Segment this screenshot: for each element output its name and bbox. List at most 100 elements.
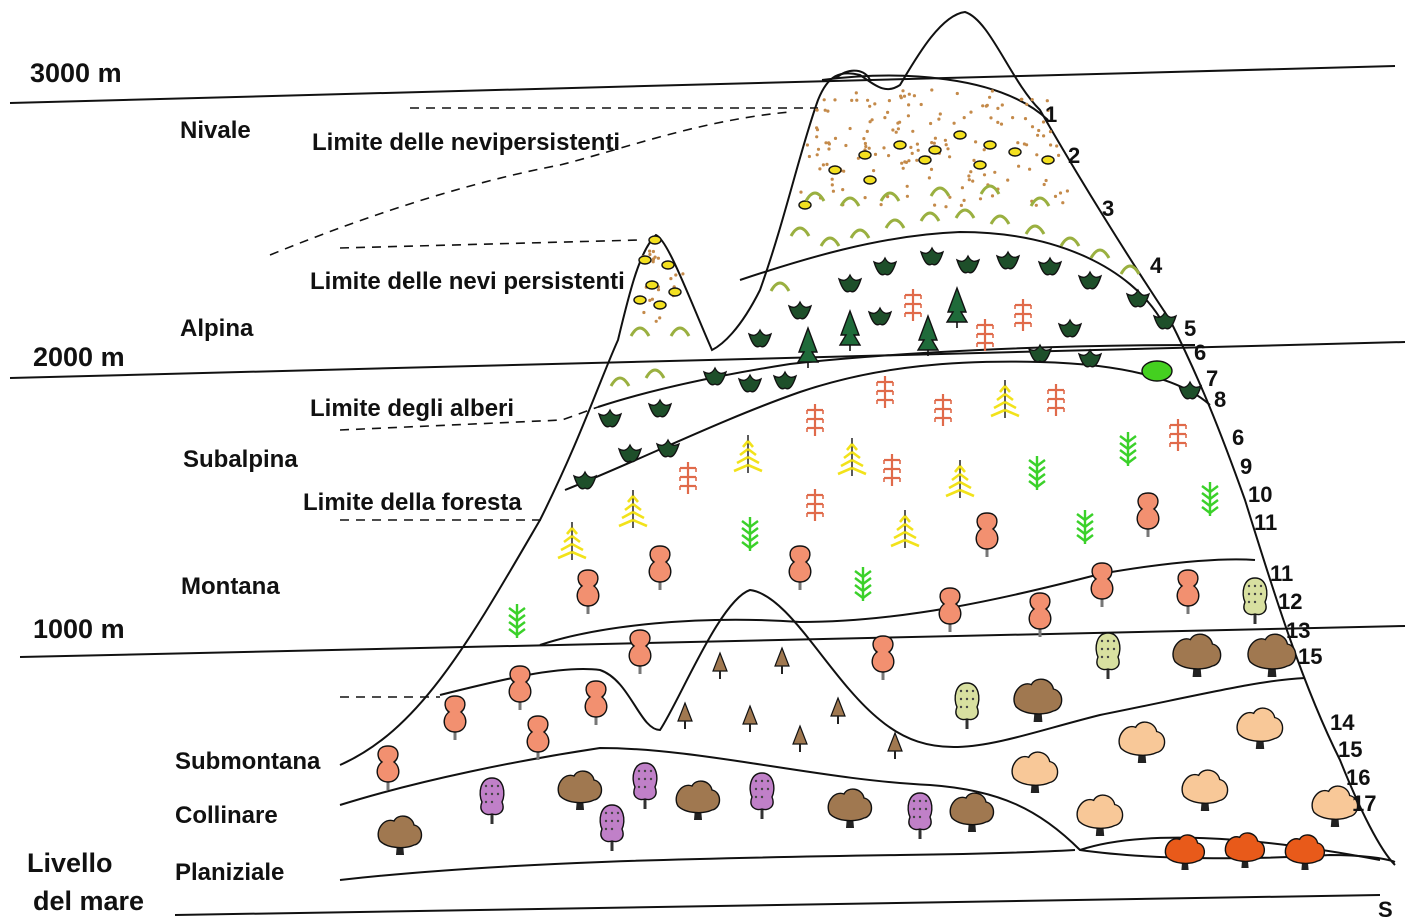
scree-dot [827, 141, 831, 145]
snow-patch [798, 200, 812, 210]
alpine-shrub [702, 366, 728, 386]
fern-icon [854, 567, 872, 601]
limit-foresta-label: Limite della foresta [303, 489, 522, 516]
alpine-shrub [787, 300, 813, 320]
snow-patch [973, 160, 987, 170]
deciduous-tree-icon [938, 587, 962, 632]
scree-dot [982, 148, 986, 152]
scree-dot [882, 146, 886, 150]
flowering-tree-icon [1242, 577, 1268, 624]
scree-dot [919, 102, 923, 107]
sea-level-line [174, 894, 1381, 916]
scree-dot [872, 169, 876, 173]
snow-patch [633, 295, 647, 305]
scree-dot [656, 288, 661, 292]
alpine-shrub [617, 443, 643, 463]
scree-dot [915, 142, 920, 146]
zone-numbers: 1 2 3 4 5 6 7 8 6 9 10 11 11 12 13 15 14… [1045, 102, 1376, 816]
scree-dot [815, 128, 820, 132]
scree-dot [1065, 189, 1069, 193]
zone-number: 17 [1352, 791, 1376, 816]
larch-tree-icon [990, 380, 1020, 418]
fern-icon [1076, 510, 1094, 544]
scree-dot [1030, 98, 1034, 102]
alpine-shrub [1077, 270, 1103, 290]
altitude-line-1000 [19, 625, 1406, 658]
broadleaf-tree-icon [827, 788, 873, 828]
scree-dot [863, 196, 867, 200]
nival-scree-dots [635, 88, 1069, 323]
trees [376, 286, 1359, 870]
snow-patch [661, 260, 675, 270]
scree-dot [1041, 120, 1046, 124]
grass-tuft [669, 326, 691, 337]
pine-tree-icon [916, 314, 940, 356]
grass-tuft [849, 228, 871, 239]
scree-dot [831, 189, 836, 193]
snow-patch [918, 155, 932, 165]
scree-dot [1006, 178, 1010, 182]
zone-number: 6 [1232, 425, 1244, 450]
scree-dot [674, 273, 678, 277]
scree-dot [1017, 164, 1021, 168]
belt-collinare-label: Collinare [175, 802, 278, 829]
scree-dot [1044, 178, 1048, 183]
zone-number: 3 [1102, 196, 1114, 221]
broadleaf-tree-icon [1236, 707, 1284, 749]
scree-dot [933, 136, 938, 140]
scree-dot [830, 183, 834, 187]
scree-dot [651, 249, 656, 254]
scree-dot [669, 277, 673, 281]
scree-dot [894, 130, 898, 134]
snow-patch [858, 150, 872, 160]
boundary-forest [564, 360, 1211, 491]
scree-dot [916, 148, 920, 152]
limit-alberi-label: Limite degli alberi [310, 395, 514, 422]
scree-dot [863, 141, 868, 146]
scree-dot [988, 95, 992, 99]
corner-letter: S [1378, 897, 1393, 917]
scree-dot [870, 118, 874, 122]
alpine-grass-tufts [609, 184, 1141, 387]
scree-dot [1058, 191, 1063, 195]
scree-dot [651, 260, 655, 264]
fir-tree-icon [1047, 384, 1065, 416]
scree-dot [864, 144, 868, 149]
grass-tuft [1024, 224, 1046, 235]
scree-dot [1061, 201, 1065, 205]
alpine-shrub [872, 256, 898, 276]
flowering-tree-icon [954, 682, 980, 729]
scree-dot [1036, 133, 1040, 137]
scree-dot [937, 117, 941, 121]
broadleaf-tree-icon [1181, 769, 1229, 811]
scree-dot [815, 135, 819, 139]
scree-dot [825, 162, 829, 166]
scree-dot [1037, 128, 1041, 133]
scree-dot [996, 120, 1000, 124]
scree-dot [962, 198, 966, 202]
fir-tree-icon [679, 462, 697, 494]
scree-dot [981, 104, 985, 108]
scree-dot [865, 129, 869, 133]
altitude-1000-label: 1000 m [33, 614, 125, 644]
broadleaf-tree-icon [1118, 721, 1166, 763]
deciduous-tree-icon [975, 512, 999, 557]
scree-dot [910, 151, 914, 155]
scree-dot [930, 88, 934, 92]
deciduous-tree-icon [871, 635, 895, 680]
grass-tuft [1119, 264, 1141, 275]
broadleaf-tree-icon [675, 780, 721, 820]
deciduous-tree-icon [788, 545, 812, 590]
scree-dot [850, 98, 854, 102]
alpine-shrub [772, 370, 798, 390]
fern-icon [741, 517, 759, 551]
flowering-tree-icon [599, 804, 625, 851]
broadleaf-tree-icon [1311, 785, 1359, 827]
fir-tree-icon [904, 289, 922, 321]
scree-dot [944, 143, 948, 147]
boundary-alpine-upper [739, 230, 1161, 319]
snow-patch [668, 287, 682, 297]
limit-nevi-persistenti-label: Limite delle nevi persistenti [310, 268, 625, 295]
scree-dot [943, 138, 948, 142]
